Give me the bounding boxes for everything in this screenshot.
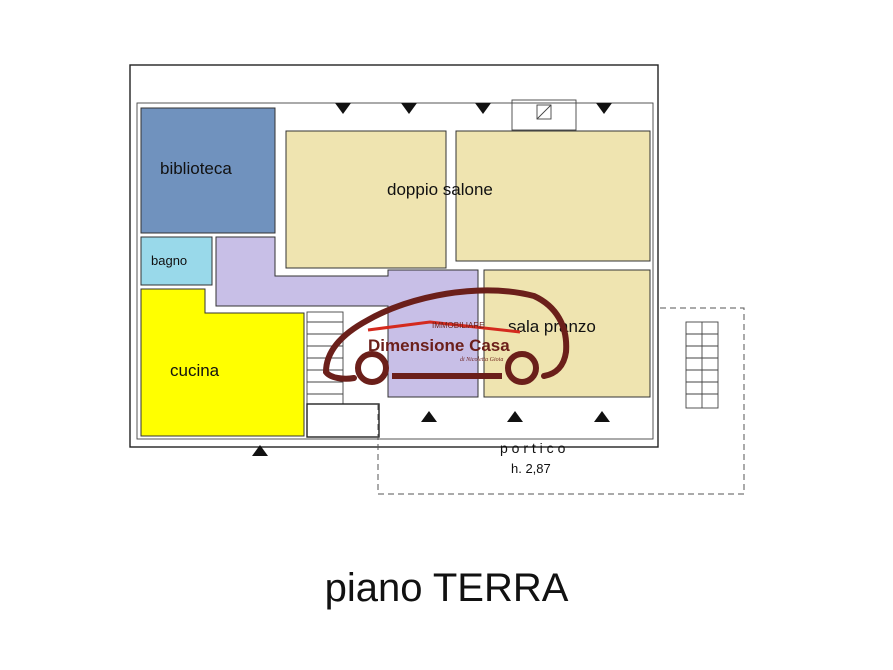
car-outline-icon (323, 287, 570, 379)
staircase-right (685, 321, 719, 409)
label-doppio-salone: doppio salone (387, 180, 493, 199)
room-doppio-salone-left (285, 130, 447, 269)
portico-outline (377, 307, 745, 495)
watermark-sub: di Nicoletta Gioia (460, 357, 503, 363)
outer-wall (129, 64, 659, 448)
staircase-left (306, 311, 380, 438)
page-title: piano TERRA (324, 566, 569, 610)
watermark-tag: IMMOBILIARE (432, 321, 484, 330)
label-cucina: cucina (170, 361, 220, 380)
car-wheel-left-icon (355, 351, 389, 385)
label-portico: p o r t i c o (500, 440, 566, 456)
car-wheel-right-icon (505, 351, 539, 385)
room-bagno (140, 236, 213, 286)
room-doppio-salone-right (455, 130, 651, 262)
room-corridoio (215, 236, 479, 398)
label-portico-height: h. 2,87 (511, 461, 551, 476)
room-biblioteca (140, 107, 276, 234)
chimney (511, 99, 577, 131)
inner-wall (136, 102, 654, 440)
roof-line-icon (367, 320, 521, 334)
window-markers (252, 103, 612, 456)
room-cucina (140, 288, 305, 437)
label-sala-pranzo: sala pranzo (508, 317, 596, 336)
label-bagno: bagno (151, 253, 187, 268)
watermark-logo: IMMOBILIARE Dimensione Casa di Nicoletta… (323, 287, 570, 385)
label-biblioteca: biblioteca (160, 159, 232, 178)
watermark-brand: Dimensione Casa (368, 336, 510, 355)
